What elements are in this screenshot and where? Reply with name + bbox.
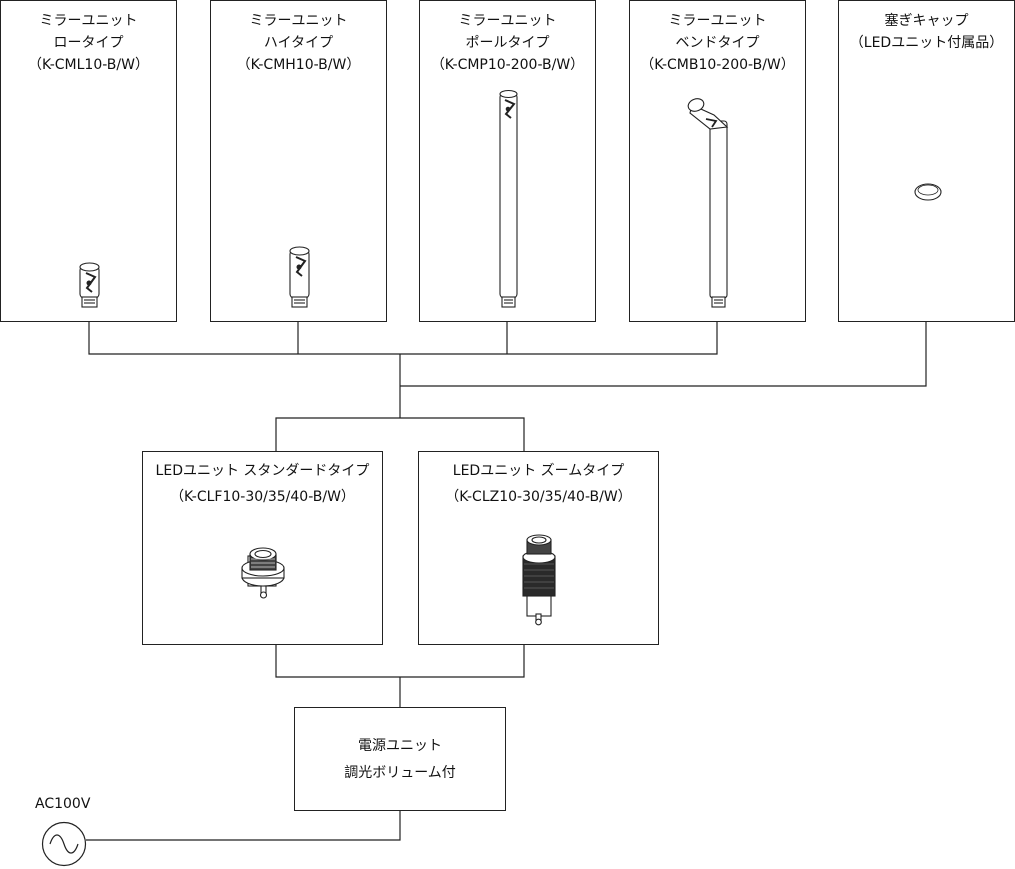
mirror-unit-name: ミラーユニット	[458, 13, 557, 29]
mirror-unit-bend-box: ミラーユニット ベンドタイプ （K-CMB10-200-B/W）	[629, 0, 806, 322]
mirror-unit-model: （K-CMB10-200-B/W）	[640, 57, 795, 73]
mirror-unit-low-box: ミラーユニット ロータイプ （K-CML10-B/W）	[0, 0, 177, 322]
cap-illustration	[914, 183, 942, 201]
led-unit-zoom-box: LEDユニット ズームタイプ （K-CLZ10-30/35/40-B/W）	[418, 451, 659, 645]
cap-name: 塞ぎキャップ	[884, 13, 969, 29]
mirror-unit-model: （K-CML10-B/W）	[28, 57, 149, 73]
led-unit-standard-illustration	[241, 547, 285, 599]
cap-note: （LEDユニット付属品）	[849, 35, 1004, 51]
mirror-unit-type: ロータイプ	[53, 35, 124, 51]
mirror-unit-low-illustration	[79, 262, 100, 308]
led-unit-name: LEDユニット スタンダードタイプ	[155, 463, 370, 479]
led-unit-name: LEDユニット ズームタイプ	[452, 463, 625, 479]
mirror-unit-high-box: ミラーユニット ハイタイプ （K-CMH10-B/W）	[210, 0, 387, 322]
mirror-unit-bend-illustration	[687, 98, 729, 308]
mirror-unit-type: ベンドタイプ	[675, 35, 760, 51]
led-unit-model: （K-CLZ10-30/35/40-B/W）	[445, 489, 632, 505]
cap-box: 塞ぎキャップ （LEDユニット付属品）	[838, 0, 1015, 322]
power-unit-subtitle: 調光ボリューム付	[344, 765, 456, 781]
power-unit-box: 電源ユニット 調光ボリューム付	[294, 707, 506, 811]
mirror-unit-high-illustration	[289, 246, 310, 308]
led-unit-zoom-illustration	[522, 534, 556, 626]
ac-sine-icon	[41, 821, 87, 867]
led-unit-standard-box: LEDユニット スタンダードタイプ （K-CLF10-30/35/40-B/W）	[142, 451, 383, 645]
power-unit-title: 電源ユニット	[358, 738, 442, 754]
mirror-unit-model: （K-CMH10-B/W）	[236, 57, 361, 73]
led-unit-model: （K-CLF10-30/35/40-B/W）	[170, 489, 355, 505]
mirror-unit-name: ミラーユニット	[39, 13, 138, 29]
mirror-unit-name: ミラーユニット	[668, 13, 767, 29]
mirror-unit-pole-box: ミラーユニット ポールタイプ （K-CMP10-200-B/W）	[419, 0, 596, 322]
mirror-unit-type: ポールタイプ	[465, 35, 550, 51]
mirror-unit-pole-illustration	[499, 89, 518, 308]
ac-source-label: AC100V	[35, 796, 91, 812]
mirror-unit-name: ミラーユニット	[249, 13, 348, 29]
mirror-unit-type: ハイタイプ	[263, 35, 334, 51]
mirror-unit-model: （K-CMP10-200-B/W）	[430, 57, 585, 73]
